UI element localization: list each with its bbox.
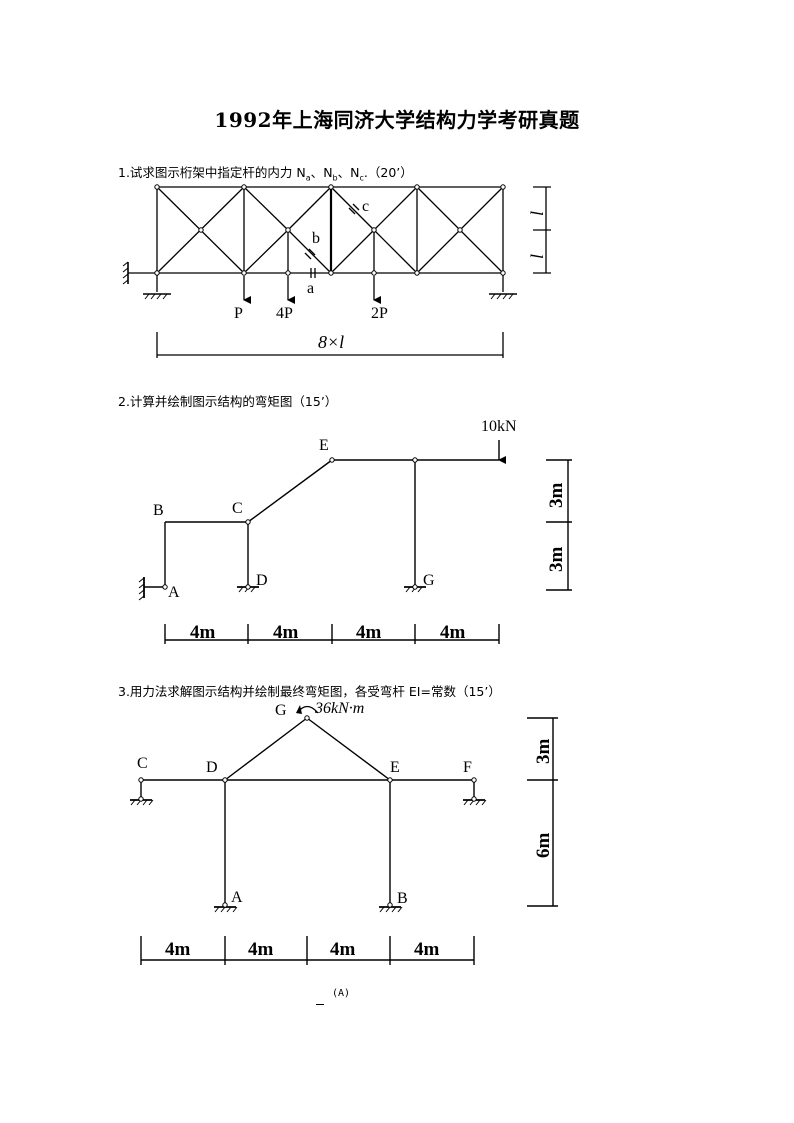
- load-2p-label: 2P: [371, 305, 388, 322]
- dim-x-3: 4m: [356, 622, 382, 643]
- node-e-label-3: E: [390, 759, 400, 776]
- node-f-label-3: F: [463, 759, 472, 776]
- separator: 、: [310, 165, 324, 180]
- footer-mark: (A): [332, 988, 351, 999]
- question-3-text: 3.用力法求解图示结构并绘制最终弯矩图，各受弯杆 EI=常数（15’）: [118, 684, 501, 699]
- footer-rule: [316, 1004, 324, 1005]
- dim-y-bottom: 3m: [546, 547, 567, 573]
- member-c-label: c: [362, 198, 369, 215]
- height-label-top: l: [527, 211, 547, 216]
- question-1-prefix: 1.试求图示桁架中指定杆的内力 N: [118, 165, 306, 180]
- node-a-label: A: [168, 584, 180, 601]
- truss-joints: [154, 184, 506, 276]
- load-10kn-label: 10kN: [481, 418, 517, 435]
- member-a-label: a: [307, 280, 314, 297]
- node-g-label: G: [423, 572, 435, 589]
- subscript-c: c: [359, 173, 364, 183]
- dim-x-4-3: 4m: [414, 939, 440, 960]
- question-1-text: 1.试求图示桁架中指定杆的内力 Na、Nb、Nc.（20’）: [118, 165, 413, 183]
- dim-x-2-3: 4m: [248, 939, 274, 960]
- question-2-text: 2.计算并绘制图示结构的弯矩图（15’）: [118, 394, 338, 409]
- node-d-label: D: [256, 572, 268, 589]
- page-title: 1992年上海同济大学结构力学考研真题: [214, 108, 580, 132]
- node-c-label: C: [232, 500, 243, 517]
- node-e-label: E: [319, 437, 329, 454]
- truss-figure: [122, 186, 551, 358]
- question-1-suffix: .（20’）: [363, 165, 413, 180]
- height-label-bottom: l: [527, 254, 547, 259]
- node-b-label-3: B: [397, 890, 408, 907]
- frame-figure-2: [138, 440, 572, 644]
- dim-y-bottom-3: 6m: [533, 833, 554, 859]
- moment-label: 36kN·m: [314, 700, 364, 717]
- dim-x-3-3: 4m: [330, 939, 356, 960]
- dim-x-1: 4m: [190, 622, 216, 643]
- node-c-label-3: C: [137, 755, 148, 772]
- dim-x-1-3: 4m: [165, 939, 191, 960]
- load-4p-label: 4P: [276, 305, 293, 322]
- dim-x-2: 4m: [273, 622, 299, 643]
- node-d-label-3: D: [206, 759, 218, 776]
- dim-y-top: 3m: [546, 483, 567, 509]
- frame-figure-3: [130, 705, 558, 965]
- dim-x-4: 4m: [440, 622, 466, 643]
- subscript-b: b: [332, 173, 338, 183]
- node-g-label-3: G: [275, 702, 287, 719]
- node-b-label: B: [153, 502, 164, 519]
- subscript-a: a: [305, 173, 311, 183]
- span-label: 8×l: [318, 332, 344, 352]
- member-b-label: b: [312, 230, 320, 247]
- separator: 、: [337, 165, 351, 180]
- node-a-label-3: A: [231, 889, 243, 906]
- load-p-label: P: [234, 305, 243, 322]
- dim-y-top-3: 3m: [533, 739, 554, 765]
